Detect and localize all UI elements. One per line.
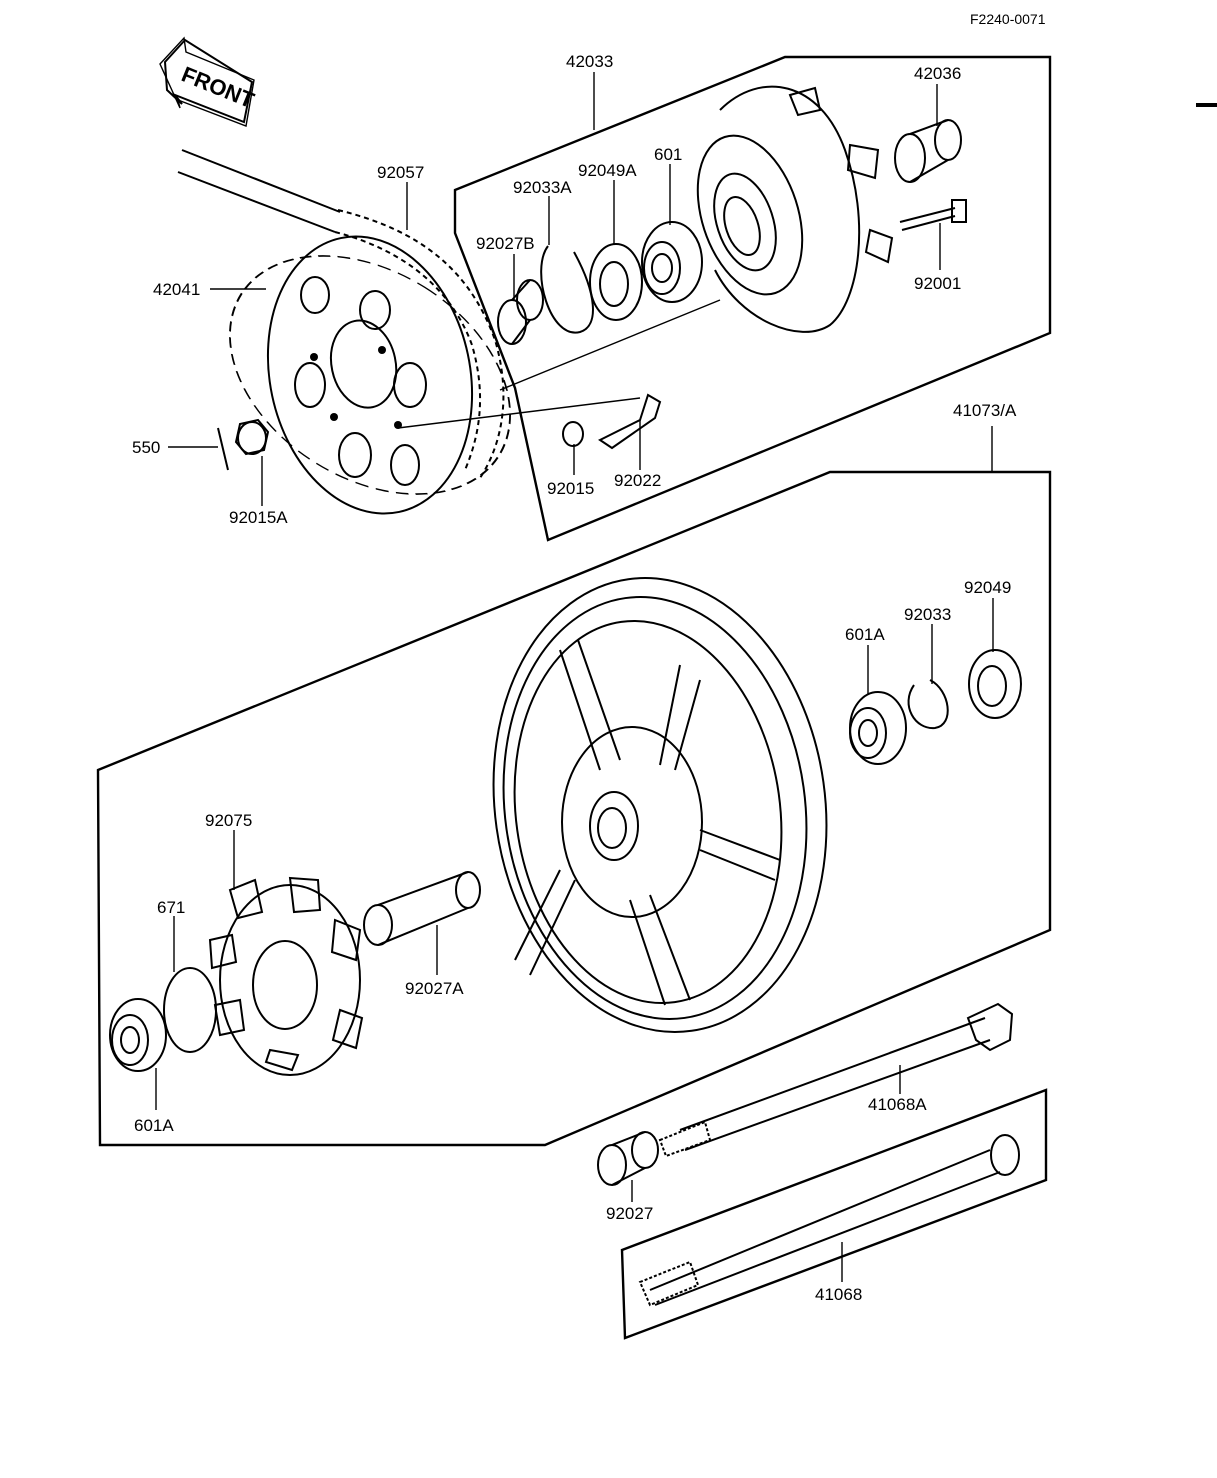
front-direction-arrow: FRONT: [159, 36, 258, 127]
plate-92022: [598, 393, 662, 450]
oil-seal-92049A: [589, 243, 643, 321]
front-arrow-label: FRONT: [178, 61, 258, 113]
leader-lines-top: [168, 72, 941, 506]
label-92049A: 92049A: [578, 161, 637, 180]
label-601A-left: 601A: [134, 1116, 174, 1135]
label-41073A: 41073/A: [953, 401, 1017, 420]
label-92027B: 92027B: [476, 234, 535, 253]
bearing-601: [641, 221, 703, 303]
label-92033A: 92033A: [513, 178, 572, 197]
figure-code: F2240-0071: [970, 11, 1046, 27]
circlip-92033: [907, 679, 949, 730]
label-92027: 92027: [606, 1204, 653, 1223]
label-41068: 41068: [815, 1285, 862, 1304]
label-601A-right: 601A: [845, 625, 885, 644]
label-41068A: 41068A: [868, 1095, 927, 1114]
label-92049: 92049: [964, 578, 1011, 597]
bearing-601A-left: [109, 998, 167, 1072]
label-42036: 42036: [914, 64, 961, 83]
axle-41068-bracket: [620, 1088, 1048, 1340]
hub-assembly-bracket: [453, 55, 1052, 542]
rear-hub-coupling: [696, 85, 894, 333]
edge-mark: [1196, 103, 1217, 107]
oil-seal-92049: [968, 649, 1022, 719]
cotter-pin: [217, 427, 229, 471]
bearing-601A-right: [849, 691, 907, 765]
collar-92027A: [363, 871, 481, 946]
label-92027A: 92027A: [405, 979, 464, 998]
label-601-top: 601: [654, 145, 682, 164]
label-92022: 92022: [614, 471, 661, 490]
nut-92015: [562, 421, 584, 447]
label-92033: 92033: [904, 605, 951, 624]
collar-92027: [597, 1131, 659, 1202]
label-92015A: 92015A: [229, 508, 288, 527]
label-92075: 92075: [205, 811, 252, 830]
label-92001: 92001: [914, 274, 961, 293]
axle-41068A: [658, 1002, 1014, 1158]
drive-chain: [177, 149, 505, 479]
collar-92027B: [497, 279, 544, 345]
label-92015: 92015: [547, 479, 594, 498]
label-550: 550: [132, 438, 160, 457]
hub-bolt: [899, 199, 967, 231]
label-42033: 42033: [566, 52, 613, 71]
rear-wheel: [492, 577, 828, 1033]
wheel-assembly-bracket: [96, 470, 1052, 1147]
sprocket-nut: [234, 418, 270, 456]
label-42041: 42041: [153, 280, 200, 299]
hub-damper: [208, 876, 364, 1076]
axle-41068: [638, 1134, 1020, 1307]
hub-collar: [894, 119, 962, 183]
label-92057: 92057: [377, 163, 424, 182]
leader-lines-wheel: [155, 598, 994, 1110]
rear-sprocket: [229, 235, 511, 515]
circlip-92033A: [540, 245, 594, 334]
o-ring-671: [163, 967, 217, 1053]
label-671: 671: [157, 898, 185, 917]
